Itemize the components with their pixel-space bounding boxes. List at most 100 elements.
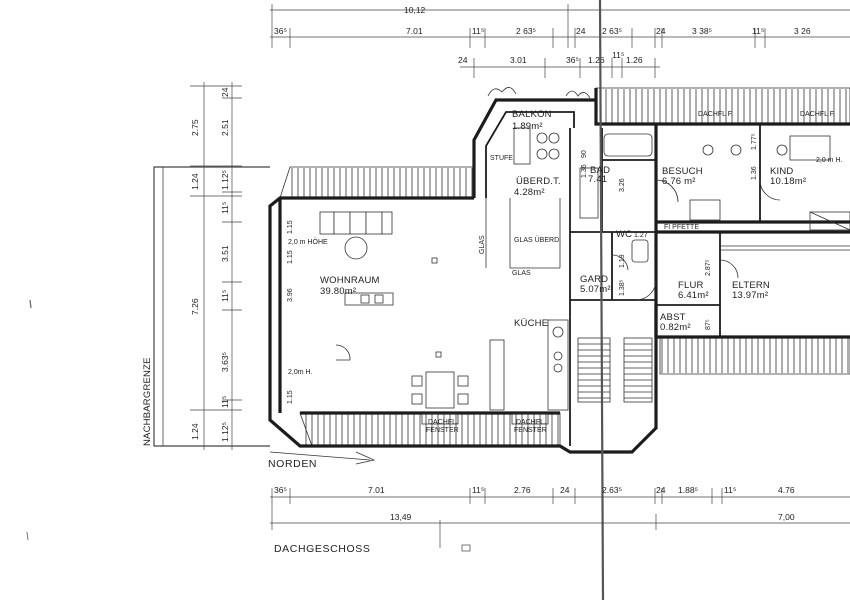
- label-fenster-2a: DACHFL.: [516, 419, 546, 426]
- dim-top2-1: 24: [458, 55, 468, 65]
- dim-top-10: 3 26: [794, 26, 811, 36]
- room-area-besuch: 6.76 m²: [662, 176, 696, 187]
- room-name-kueche: KÜCHE: [514, 318, 548, 329]
- dim-misc-1: 1.19: [619, 254, 626, 268]
- property-boundary: NACHBARGRENZE: [142, 166, 270, 447]
- dim-left-1: 2.75: [190, 119, 200, 136]
- north-arrow: NORDEN: [268, 451, 376, 470]
- dim-top-1: 36⁵: [274, 26, 287, 36]
- dim-bot-10: 4.76: [778, 485, 795, 495]
- dim-overall-top: 10,12: [404, 5, 426, 15]
- room-area-bad: 7.41: [588, 174, 607, 185]
- interior-walls: [485, 124, 850, 446]
- dim-left-in-3: 1.12⁵: [220, 170, 230, 190]
- dim-wohn-h1: 1.15: [287, 220, 294, 234]
- dim-bot-2: 7.01: [368, 485, 385, 495]
- dim-bot-8: 1.88⁵: [678, 485, 698, 495]
- dim-left-3: 7.26: [190, 298, 200, 315]
- dim-top-3: 11⁵: [472, 26, 484, 36]
- room-area-wc: 1.27: [634, 232, 648, 239]
- dim-bad-w1: 1.36: [581, 164, 588, 178]
- room-name-abst: ABST: [660, 312, 686, 323]
- label-dachfl-2: DACHFL F.: [800, 111, 835, 118]
- scan-crease: [598, 0, 605, 600]
- label-fenster-1a: DACHFL.: [428, 419, 458, 426]
- dim-bot-3: 11⁵: [472, 485, 484, 495]
- room-name-flur: FLUR: [678, 280, 704, 291]
- sheet-title: DACHGESCHOSS: [274, 543, 370, 555]
- label-glas-vertical: GLAS: [479, 235, 486, 254]
- north-label: NORDEN: [268, 458, 317, 470]
- label-glas-bottom: GLAS: [512, 270, 531, 277]
- dim-top-5: 24: [576, 26, 586, 36]
- dimension-chain-left: 2.75 1.24 7.26 1.24 2.51 24 1.12⁵ 11⁵ 3.…: [190, 82, 242, 450]
- label-hoehe-wohn: 2,0 m HÖHE: [288, 238, 328, 246]
- room-area-flur: 6.41m²: [678, 290, 709, 301]
- room-name-gard: GARD: [580, 274, 608, 285]
- interior-dimensions: 3.96 1.15 1.15 1.36 3.26 90 1.36 1.77⁵ 2…: [287, 133, 758, 404]
- dim-left-in-1: 2.51: [220, 119, 230, 136]
- room-name-balkon: BALKON: [512, 109, 552, 120]
- label-fi-pfette: FI PFETTE: [664, 224, 699, 231]
- dim-bot-6: 2.63⁵: [602, 485, 622, 495]
- dim-top-7: 24: [656, 26, 666, 36]
- dim-bad-w2: 3.26: [619, 178, 626, 192]
- room-name-kind: KIND: [770, 166, 794, 177]
- label-stufe: STUFE: [490, 155, 513, 162]
- dim-left-in-4: 11⁵: [220, 202, 230, 214]
- dim-abst-w: 87⁵: [705, 319, 712, 330]
- room-area-eltern: 13.97m²: [732, 290, 768, 301]
- dim-top2-4: 1.26: [588, 55, 605, 65]
- dim-bot2-1: 13,49: [390, 512, 412, 522]
- dim-bad-w3: 90: [581, 150, 588, 158]
- room-name-bad: BAD: [590, 165, 610, 176]
- room-area-gard: 5.07m²: [580, 284, 611, 295]
- dim-left-2: 1.24: [190, 173, 200, 190]
- room-area-ueberd: 4.28m²: [514, 187, 545, 198]
- dim-top-2: 7.01: [406, 26, 423, 36]
- boundary-label: NACHBARGRENZE: [142, 357, 153, 446]
- label-dachfl-1: DACHFL F.: [698, 111, 733, 118]
- dim-top-9: 11⁵: [752, 26, 764, 36]
- dim-bot-7: 24: [656, 485, 666, 495]
- dim-top2-2: 3.01: [510, 55, 527, 65]
- dim-left-in-5: 3.51: [220, 245, 230, 262]
- dim-misc-2: 1.15: [287, 250, 294, 264]
- dim-left-4: 1.24: [190, 423, 200, 440]
- roof-hatch: [279, 87, 850, 447]
- dim-top-4: 2 63⁵: [516, 26, 536, 36]
- dim-gard-w: 1.38⁵: [619, 279, 626, 296]
- room-name-eltern: ELTERN: [732, 280, 770, 291]
- dim-wohn-h2: 1.15: [287, 390, 294, 404]
- dim-top-8: 3 38⁵: [692, 26, 712, 36]
- dim-wohn-w: 3.96: [287, 288, 294, 302]
- room-name-wc: WC: [616, 229, 632, 240]
- dim-top2-6: 1.26: [626, 55, 643, 65]
- dim-left-in-6: 11⁵: [220, 290, 230, 302]
- dim-bot-5: 24: [560, 485, 570, 495]
- dim-besuch-w: 1.36: [751, 166, 758, 180]
- label-hoehe-west: 2,0m H.: [288, 369, 313, 376]
- room-area-balkon: 1.89m²: [512, 121, 543, 132]
- room-area-abst: 0.82m²: [660, 322, 691, 333]
- dim-left-in-2: 24: [220, 87, 230, 97]
- title-marker: [439, 520, 471, 552]
- fixtures: [319, 87, 831, 425]
- dim-top2-3: 36⁵: [566, 55, 579, 65]
- room-area-kind: 10.18m²: [770, 176, 806, 187]
- label-fenster-2b: FENSTER: [514, 427, 547, 434]
- dim-bot-1: 36⁵: [274, 485, 287, 495]
- dim-left-in-7: 3.63⁵: [220, 352, 230, 372]
- exterior-walls: [268, 88, 850, 454]
- dim-flur-w: 2.87⁵: [705, 259, 712, 276]
- room-name-besuch: BESUCH: [662, 166, 703, 177]
- label-glas-ueberd: GLAS ÜBERD.: [514, 236, 561, 244]
- room-area-wohnraum: 39.80m²: [320, 286, 356, 297]
- dim-besuch-h: 1.77⁵: [751, 133, 758, 150]
- dimension-chain-top: 10,12 36⁵ 7.01 11⁵ 2 63⁵ 24 2 63⁵ 24 3 3…: [270, 4, 850, 78]
- dim-left-in-9: 1.12⁵: [220, 422, 230, 442]
- room-name-wohnraum: WOHNRAUM: [320, 275, 380, 286]
- dim-top-6: 2 63⁵: [602, 26, 622, 36]
- label-fenster-1b: FENSTER: [426, 427, 459, 434]
